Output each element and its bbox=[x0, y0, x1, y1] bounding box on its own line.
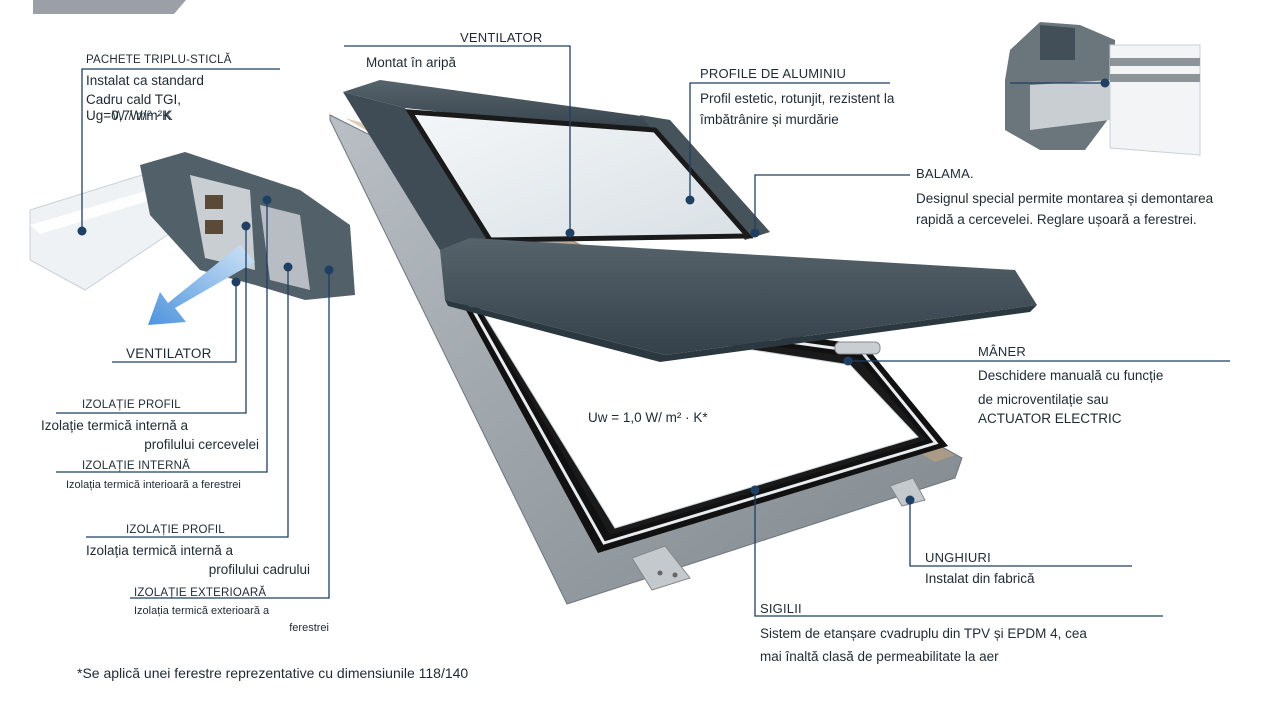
sash-left-bar bbox=[343, 92, 492, 250]
handle-line3: ACTUATOR ELECTRIC bbox=[978, 411, 1122, 426]
ventilator-top-title: VENTILATOR bbox=[460, 30, 543, 45]
handle-title: MÂNER bbox=[978, 344, 1026, 359]
sash-bottom-bar bbox=[440, 238, 1037, 355]
bracket-right bbox=[889, 477, 926, 507]
footnote: *Se aplică unei ferestre reprezentative … bbox=[77, 665, 469, 681]
seals-title: SIGILII bbox=[760, 601, 802, 616]
frame-insulation-line2: profilului cadrului bbox=[208, 562, 310, 577]
inner-insulation-title: IZOLAȚIE INTERNĂ bbox=[82, 460, 190, 472]
airflow-arrow bbox=[148, 245, 255, 325]
triple-glass-title: PACHETE TRIPLU-STICLĂ bbox=[86, 54, 232, 66]
triple-glass-line1: Instalat ca standard bbox=[86, 73, 204, 88]
outer-insulation-title: IZOLAȚIE EXTERIOARĂ bbox=[134, 587, 267, 599]
frame-insulation-line1: Izolația termică internă a bbox=[86, 543, 234, 558]
seals-line2: mai înaltă clasă de permeabilitate la ae… bbox=[760, 649, 999, 664]
ventilator-left-title: VENTILATOR bbox=[126, 346, 212, 361]
hinge-line2: rapidă a cercevelei. Reglare ușoară a fe… bbox=[916, 212, 1197, 227]
brackets-desc: Instalat din fabrică bbox=[925, 571, 1035, 586]
outer-insulation-line1: Izolația termică exterioară a bbox=[134, 605, 270, 617]
main-window-illustration bbox=[329, 80, 1037, 605]
aluminium-line1: Profil estetic, rotunjit, rezistent la bbox=[700, 91, 895, 106]
corner-mark bbox=[33, 0, 186, 14]
sash-insulation-line2: profilului cercevelei bbox=[144, 437, 259, 452]
triple-glass-line2: Cadru cald TGI, bbox=[86, 92, 182, 107]
uw-value: Uw = 1,0 W/ m² · K* bbox=[588, 410, 708, 425]
left-section-illustration bbox=[29, 152, 355, 325]
sash-glass bbox=[405, 109, 754, 243]
seals-line1: Sistem de etanșare cvadruplu din TPV și … bbox=[760, 626, 1087, 641]
triple-glass-line3-overlap: W / m² · K bbox=[112, 108, 173, 123]
leader-lines bbox=[56, 45, 1230, 617]
ventilator-top-desc: Montat în aripă bbox=[366, 55, 457, 70]
aluminium-line2: îmbătrânire și murdărie bbox=[700, 112, 839, 127]
inner-insulation-desc: Izolația termică interioară a ferestrei bbox=[66, 479, 241, 491]
handle-line1: Deschidere manuală cu funcție bbox=[978, 368, 1164, 383]
frame-insulation-title: IZOLAȚIE PROFIL bbox=[126, 524, 225, 536]
right-glass-panes bbox=[1109, 44, 1201, 156]
handle bbox=[834, 341, 881, 355]
hinge-title: BALAMA. bbox=[916, 166, 974, 181]
bracket-bottom bbox=[631, 545, 691, 591]
handle-line2: de microventilație sau bbox=[978, 392, 1109, 407]
leader-dots bbox=[77, 78, 1110, 505]
right-section-illustration bbox=[1005, 22, 1201, 156]
hinge-line1: Designul special permite montarea și dem… bbox=[916, 191, 1214, 206]
brackets-title: UNGHIURI bbox=[925, 550, 991, 565]
sash-top-bar bbox=[343, 80, 670, 135]
outer-insulation-line2: ferestrei bbox=[289, 622, 329, 634]
aluminium-title: PROFILE DE ALUMINIU bbox=[700, 66, 847, 81]
sash-insulation-line1: Izolație termică internă a bbox=[41, 418, 189, 433]
triple-glass-line3: Ug=0,7W/m²K bbox=[86, 108, 172, 123]
sash-insulation-title: IZOLAȚIE PROFIL bbox=[82, 399, 181, 411]
